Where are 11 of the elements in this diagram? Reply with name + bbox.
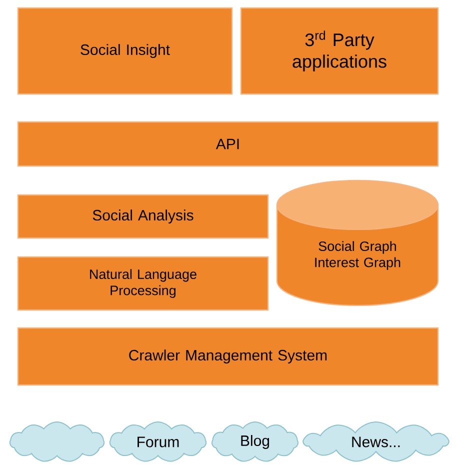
source-cloud: Blog xyxy=(212,422,298,462)
layer-box: Natural Language Processing xyxy=(17,256,269,311)
source-cloud: News... xyxy=(302,422,450,462)
layer-box: API xyxy=(17,121,439,167)
source-cloud: Forum xyxy=(110,422,206,462)
layer-box: 3$^{rd}$ Party applications xyxy=(240,7,439,95)
source-cloud xyxy=(10,422,104,462)
layer-box: Crawler Management System xyxy=(17,327,439,386)
layer-box: Social Insight xyxy=(17,7,233,95)
layer-box: Social Analysis xyxy=(17,194,269,239)
database-cylinder: Social Graph Interest Graph xyxy=(276,180,439,306)
